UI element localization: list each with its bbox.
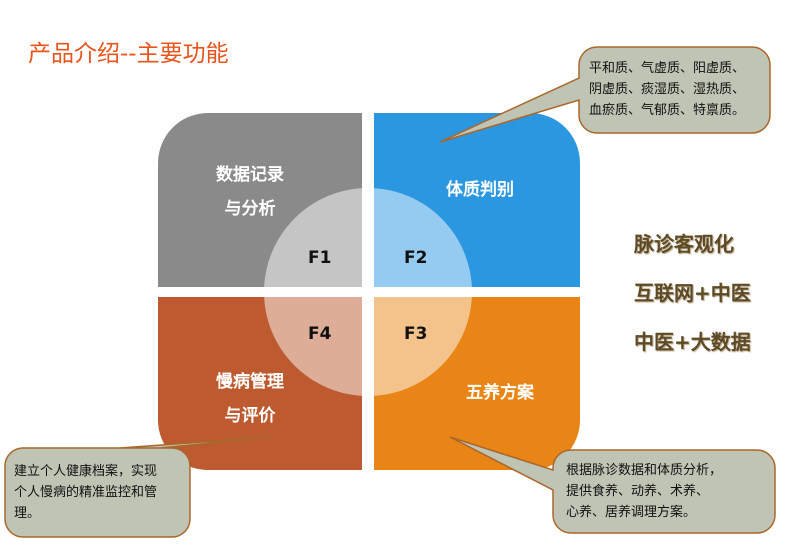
highlight-internet: 互联网+中医 [634, 281, 751, 305]
callout-line: 建立个人健康档案，实现 [14, 464, 158, 479]
callout-line: 根据脉诊数据和体质分析， [566, 463, 723, 478]
callout-line: 阴虚质、痰湿质、湿热质、 [589, 82, 746, 97]
f1-tag: F1 [308, 248, 332, 268]
quadrant-f4-label: 慢病管理 与评价 [190, 365, 310, 433]
label-line: 与分析 [224, 199, 276, 219]
highlight-bigdata: 中医+大数据 [634, 330, 751, 354]
quadrant-f1-label: 数据记录 与分析 [190, 158, 310, 226]
callout-constitution-bubble [439, 46, 771, 143]
highlight-pulse: 脉诊客观化 [634, 232, 734, 256]
f2-tag: F2 [404, 248, 428, 268]
quadrant-f2-label: 体质判别 [446, 180, 514, 200]
label-line: 慢病管理 [216, 372, 284, 392]
callout-line: 心养、居养调理方案。 [566, 505, 697, 520]
f3-tag: F3 [404, 324, 428, 344]
f4-tag: F4 [308, 324, 332, 344]
callout-chronic: 建立个人健康档案，实现 个人慢病的精准监控和管 理。 [14, 461, 157, 524]
callout-line: 平和质、气虚质、阳虚质、 [589, 61, 746, 76]
quadrant-f3-label: 五养方案 [466, 383, 534, 403]
callout-line: 个人慢病的精准监控和管 [14, 485, 158, 500]
label-line: 与评价 [224, 406, 276, 426]
callout-constitution: 平和质、气虚质、阳虚质、 阴虚质、痰湿质、湿热质、 血瘀质、气郁质、特禀质。 [589, 58, 745, 121]
page-title: 产品介绍--主要功能 [28, 41, 229, 67]
callout-line: 提供食养、动养、术养、 [566, 484, 710, 499]
callout-line: 理。 [14, 506, 41, 521]
label-line: 数据记录 [216, 165, 284, 185]
callout-line: 血瘀质、气郁质、特禀质。 [589, 103, 746, 118]
callout-plan: 根据脉诊数据和体质分析， 提供食养、动养、术养、 心养、居养调理方案。 [566, 460, 722, 523]
callout-plan-bubble [449, 436, 776, 534]
callout-chronic-bubble [4, 436, 273, 538]
